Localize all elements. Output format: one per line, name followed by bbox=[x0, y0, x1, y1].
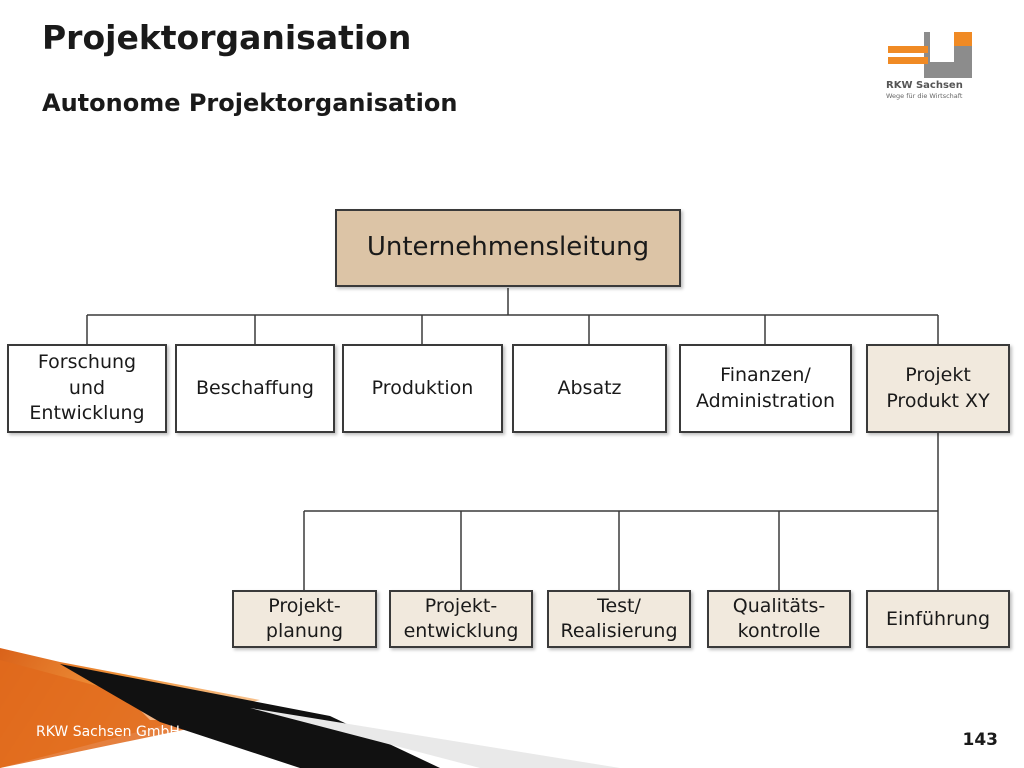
page-subtitle: Autonome Projektorganisation bbox=[42, 89, 458, 117]
company-logo: RKW Sachsen Wege für die Wirtschaft bbox=[886, 32, 986, 104]
logo-tagline: Wege für die Wirtschaft bbox=[886, 92, 963, 100]
quality-control-box: Qualitäts- kontrolle bbox=[707, 590, 851, 648]
orange-wedge-dark bbox=[0, 660, 250, 768]
logo-mark-icon bbox=[888, 32, 972, 78]
introduction-box: Einführung bbox=[866, 590, 1010, 648]
page-number: 143 bbox=[962, 730, 999, 750]
test-realization-box: Test/ Realisierung bbox=[547, 590, 691, 648]
department-finance-box: Finanzen/ Administration bbox=[679, 344, 852, 433]
root-unit-box: Unternehmensleitung bbox=[335, 209, 681, 287]
department-production-box: Produktion bbox=[342, 344, 503, 433]
project-planning-box: Projekt- planung bbox=[232, 590, 377, 648]
department-research-box: Forschung und Entwicklung bbox=[7, 344, 167, 433]
gray-stripe bbox=[250, 708, 620, 768]
project-xy-box: Projekt Produkt XY bbox=[866, 344, 1010, 433]
footer-company: RKW Sachsen GmbH bbox=[36, 724, 180, 740]
logo-name: RKW Sachsen bbox=[886, 80, 963, 91]
department-procurement-box: Beschaffung bbox=[175, 344, 335, 433]
department-sales-box: Absatz bbox=[512, 344, 667, 433]
project-development-box: Projekt- entwicklung bbox=[389, 590, 533, 648]
page-title: Projektorganisation bbox=[42, 18, 412, 57]
black-stripe bbox=[60, 664, 440, 768]
